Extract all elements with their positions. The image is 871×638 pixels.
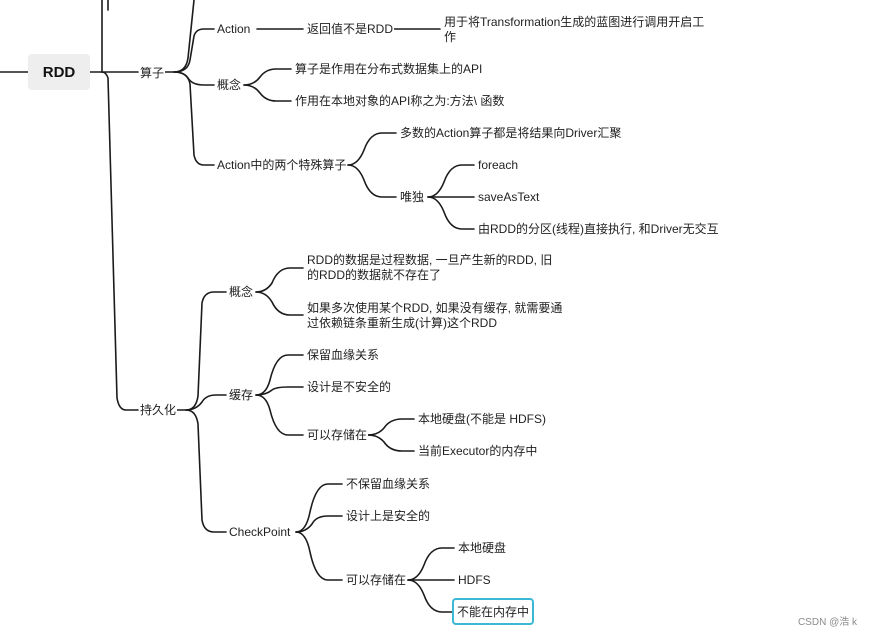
node-checkpoint-no-lineage[interactable]: 不保留血缘关系 <box>345 477 432 492</box>
node-action[interactable]: Action <box>216 22 252 37</box>
root-node-rdd[interactable]: RDD <box>28 54 90 90</box>
node-cache-unsafe[interactable]: 设计是不安全的 <box>306 380 393 395</box>
node-recompute[interactable]: 如果多次使用某个RDD, 如果没有缓存, 就需要通过依赖链条重新生成(计算)这个… <box>306 301 564 331</box>
node-api-on-dataset[interactable]: 算子是作用在分布式数据集上的API <box>294 62 484 77</box>
node-checkpoint-store[interactable]: 可以存储在 <box>345 573 408 588</box>
node-checkpoint-hdfs[interactable]: HDFS <box>457 573 492 588</box>
node-cache-store[interactable]: 可以存储在 <box>306 428 369 443</box>
node-foreach[interactable]: foreach <box>477 158 520 173</box>
node-cache-executor-mem[interactable]: 当前Executor的内存中 <box>417 444 539 459</box>
node-action-purpose[interactable]: 用于将Transformation生成的蓝图进行调用开启工作 <box>443 15 707 45</box>
node-checkpoint[interactable]: CheckPoint <box>228 525 292 540</box>
node-operators[interactable]: 算子 <box>139 66 166 81</box>
node-cache-keep-lineage[interactable]: 保留血缘关系 <box>306 348 381 363</box>
node-checkpoint-safe[interactable]: 设计上是安全的 <box>345 509 432 524</box>
node-local-api[interactable]: 作用在本地对象的API称之为:方法\ 函数 <box>294 94 506 109</box>
watermark: CSDN @浩 k <box>797 617 857 628</box>
node-persistence-concept[interactable]: 概念 <box>228 285 255 300</box>
node-special-operators[interactable]: Action中的两个特殊算子 <box>216 158 348 173</box>
node-save-as-text[interactable]: saveAsText <box>477 190 541 205</box>
node-cache[interactable]: 缓存 <box>228 388 255 403</box>
node-process-data[interactable]: RDD的数据是过程数据, 一旦产生新的RDD, 旧的RDD的数据就不存在了 <box>306 253 564 283</box>
node-checkpoint-local-disk[interactable]: 本地硬盘 <box>457 541 508 556</box>
node-operator-concept[interactable]: 概念 <box>216 78 243 93</box>
node-direct-exec[interactable]: 由RDD的分区(线程)直接执行, 和Driver无交互 <box>477 222 720 237</box>
node-checkpoint-not-memory-selected[interactable]: 不能在内存中 <box>452 598 534 625</box>
node-persistence[interactable]: 持久化 <box>139 403 178 418</box>
node-most-to-driver[interactable]: 多数的Action算子都是将结果向Driver汇聚 <box>399 126 623 141</box>
node-unique[interactable]: 唯独 <box>399 190 426 205</box>
node-cache-local-disk[interactable]: 本地硬盘(不能是 HDFS) <box>417 412 547 427</box>
node-return-not-rdd[interactable]: 返回值不是RDD <box>306 22 394 37</box>
